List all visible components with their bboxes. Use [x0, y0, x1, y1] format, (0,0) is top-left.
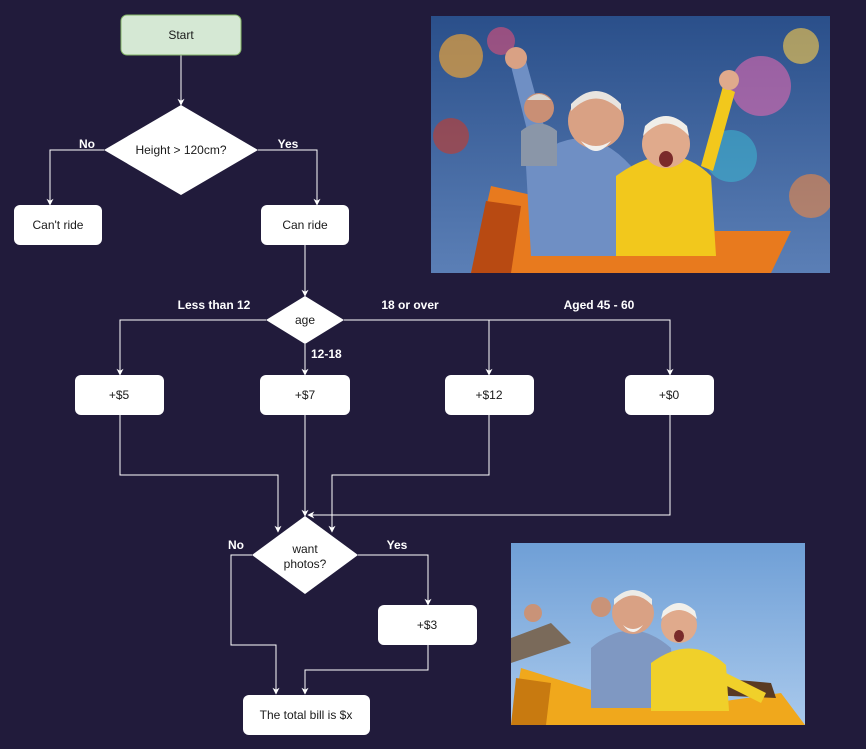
edges	[46, 55, 674, 695]
node-price-45-60: +$0	[625, 375, 714, 415]
node-cant-ride-label: Can't ride	[33, 218, 84, 232]
label-height-yes: Yes	[278, 137, 299, 151]
edge-height-yes	[258, 149, 321, 206]
node-can-ride: Can ride	[261, 205, 349, 245]
node-start: Start	[120, 14, 242, 56]
edge-5-to-photos	[119, 415, 282, 533]
node-can-ride-label: Can ride	[282, 218, 328, 232]
node-height-check-label: Height > 120cm?	[135, 143, 226, 157]
edge-age-under12	[116, 319, 266, 376]
edge-labels: No Yes Less than 12 12-18 18 or over Age…	[79, 137, 635, 552]
edge-age-45-60	[489, 319, 674, 376]
node-age-label: age	[295, 313, 315, 327]
node-want-photos-line1: want	[291, 542, 318, 556]
node-price-photos: +$3	[378, 605, 477, 645]
label-height-no: No	[79, 137, 95, 151]
node-total-label: The total bill is $x	[260, 708, 353, 722]
node-start-label: Start	[168, 28, 194, 42]
node-price-45-60-label: +$0	[659, 388, 680, 402]
node-price-12-18: +$7	[260, 375, 350, 415]
node-age: age	[266, 296, 344, 344]
edge-3-to-total	[301, 645, 429, 695]
node-cant-ride: Can't ride	[14, 205, 102, 245]
label-photos-no: No	[228, 538, 244, 552]
edge-12-to-photos	[328, 415, 490, 533]
edge-photos-no	[230, 554, 280, 695]
edge-0-to-photos	[307, 415, 671, 519]
photo-top-right	[431, 16, 830, 273]
node-price-photos-label: +$3	[417, 618, 438, 632]
node-price-under-12: +$5	[75, 375, 164, 415]
label-photos-yes: Yes	[387, 538, 408, 552]
node-height-check: Height > 120cm?	[104, 105, 258, 195]
label-age-18-over: 18 or over	[381, 298, 439, 312]
node-price-18-over: +$12	[445, 375, 534, 415]
node-price-12-18-label: +$7	[295, 388, 316, 402]
seniors-rollercoaster-photo	[431, 16, 830, 273]
label-age-12-18: 12-18	[311, 347, 342, 361]
node-price-under-12-label: +$5	[109, 388, 130, 402]
photo-bottom-right	[511, 543, 805, 725]
node-want-photos-line2: photos?	[284, 557, 327, 571]
edge-age-18-over	[344, 319, 493, 376]
node-price-18-over-label: +$12	[475, 388, 502, 402]
label-age-under-12: Less than 12	[178, 298, 251, 312]
edge-height-no	[46, 149, 104, 206]
seniors-rollercoaster-photo	[511, 543, 805, 725]
node-want-photos: want photos?	[252, 516, 358, 594]
label-age-45-60: Aged 45 - 60	[564, 298, 635, 312]
node-total: The total bill is $x	[243, 695, 370, 735]
edge-photos-yes	[358, 554, 432, 606]
